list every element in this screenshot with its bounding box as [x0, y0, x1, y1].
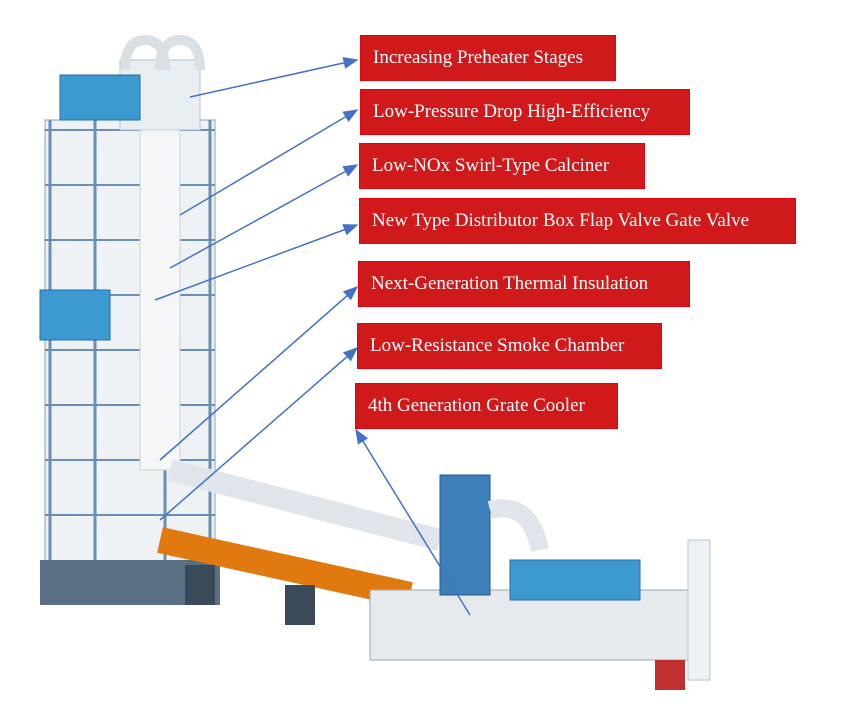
label-distributor-box: New Type Distributor Box Flap Valve Gate… — [359, 198, 796, 244]
grate-cooler — [369, 474, 711, 690]
callout-arrows — [154, 57, 471, 616]
label-thermal-insulation: Next-Generation Thermal Insulation — [358, 261, 690, 307]
label-preheater-stages: Increasing Preheater Stages — [360, 35, 616, 81]
label-grate-cooler: 4th Generation Grate Cooler — [355, 383, 618, 429]
label-smoke-chamber: Low-Resistance Smoke Chamber — [357, 323, 662, 369]
rotary-kiln — [157, 527, 413, 608]
label-low-pressure-drop: Low-Pressure Drop High-Efficiency — [360, 89, 690, 135]
tertiary-air-duct — [167, 459, 443, 551]
preheater-tower — [39, 34, 220, 605]
label-calciner: Low-NOx Swirl-Type Calciner — [359, 143, 645, 189]
